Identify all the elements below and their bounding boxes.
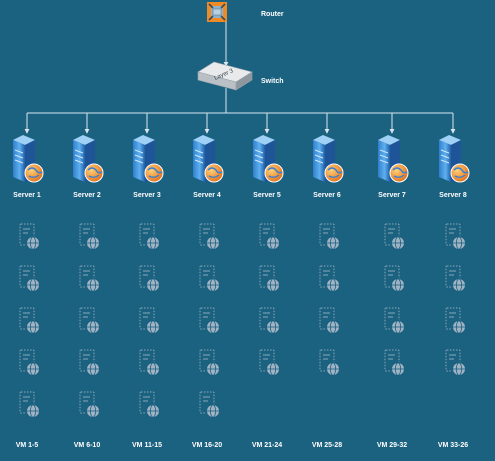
- server-label: Server 3: [133, 192, 161, 199]
- vm-icon[interactable]: [199, 391, 220, 418]
- vm-icon[interactable]: [199, 265, 220, 292]
- vm-icon[interactable]: [19, 265, 40, 292]
- vm-icon[interactable]: [319, 307, 340, 334]
- vm-icon[interactable]: [19, 349, 40, 376]
- vm-icon[interactable]: [19, 223, 40, 250]
- vm-icon[interactable]: [319, 349, 340, 376]
- vm-range-label: VM 33-26: [437, 442, 469, 449]
- web-globe-icon: [204, 163, 224, 183]
- vm-icon[interactable]: [259, 223, 280, 250]
- vm-range-label: VM 11-15: [132, 442, 162, 449]
- vm-icon[interactable]: [79, 307, 100, 334]
- web-globe-icon: [324, 163, 344, 183]
- vm-icon[interactable]: [319, 223, 340, 250]
- vm-icon[interactable]: [384, 307, 405, 334]
- vm-icon[interactable]: [139, 265, 160, 292]
- vm-icon[interactable]: [445, 223, 466, 250]
- vm-icon[interactable]: [139, 307, 160, 334]
- server-icon[interactable]: [133, 135, 155, 182]
- vm-icon[interactable]: [259, 349, 280, 376]
- vm-icon[interactable]: [199, 223, 220, 250]
- vm-icon[interactable]: [139, 349, 160, 376]
- vm-range-label: VM 21-24: [251, 442, 283, 449]
- vm-icon[interactable]: [445, 349, 466, 376]
- vm-icon[interactable]: [79, 265, 100, 292]
- vm-icon[interactable]: [199, 349, 220, 376]
- layer3-switch-icon[interactable]: Layer 3: [197, 61, 253, 91]
- server-label: Server 8: [439, 192, 467, 199]
- server-label: Server 7: [378, 192, 406, 199]
- vm-icon[interactable]: [445, 265, 466, 292]
- vm-icon[interactable]: [384, 349, 405, 376]
- vm-range-label: VM 25-28: [311, 442, 343, 449]
- vm-icon[interactable]: [79, 223, 100, 250]
- vm-icon[interactable]: [19, 391, 40, 418]
- vm-icon[interactable]: [445, 307, 466, 334]
- vm-range-label: VM 6-10: [73, 442, 101, 449]
- server-label: Server 1: [13, 192, 41, 199]
- web-globe-icon: [450, 163, 470, 183]
- server-label: Server 2: [73, 192, 101, 199]
- web-globe-icon: [264, 163, 284, 183]
- vm-range-label: VM 1-5: [15, 442, 39, 449]
- web-globe-icon: [24, 163, 44, 183]
- router-label: Router: [261, 11, 284, 18]
- server-label: Server 6: [313, 192, 341, 199]
- vm-icon[interactable]: [139, 223, 160, 250]
- vm-range-label: VM 29-32: [376, 442, 408, 449]
- web-globe-icon: [84, 163, 104, 183]
- vm-icon[interactable]: [384, 265, 405, 292]
- vm-icon[interactable]: [199, 307, 220, 334]
- vm-icon[interactable]: [384, 223, 405, 250]
- vm-icon[interactable]: [79, 349, 100, 376]
- vm-icon[interactable]: [139, 391, 160, 418]
- vm-icon[interactable]: [259, 307, 280, 334]
- vm-icon[interactable]: [19, 307, 40, 334]
- switch-label: Switch: [261, 78, 284, 85]
- web-globe-icon: [389, 163, 409, 183]
- vm-icon[interactable]: [79, 391, 100, 418]
- vm-icon[interactable]: [259, 265, 280, 292]
- vm-icon[interactable]: [319, 265, 340, 292]
- server-label: Server 4: [193, 192, 221, 199]
- web-globe-icon: [144, 163, 164, 183]
- server-label: Server 5: [253, 192, 281, 199]
- router-icon[interactable]: [207, 2, 227, 22]
- vm-range-label: VM 16-20: [191, 442, 223, 449]
